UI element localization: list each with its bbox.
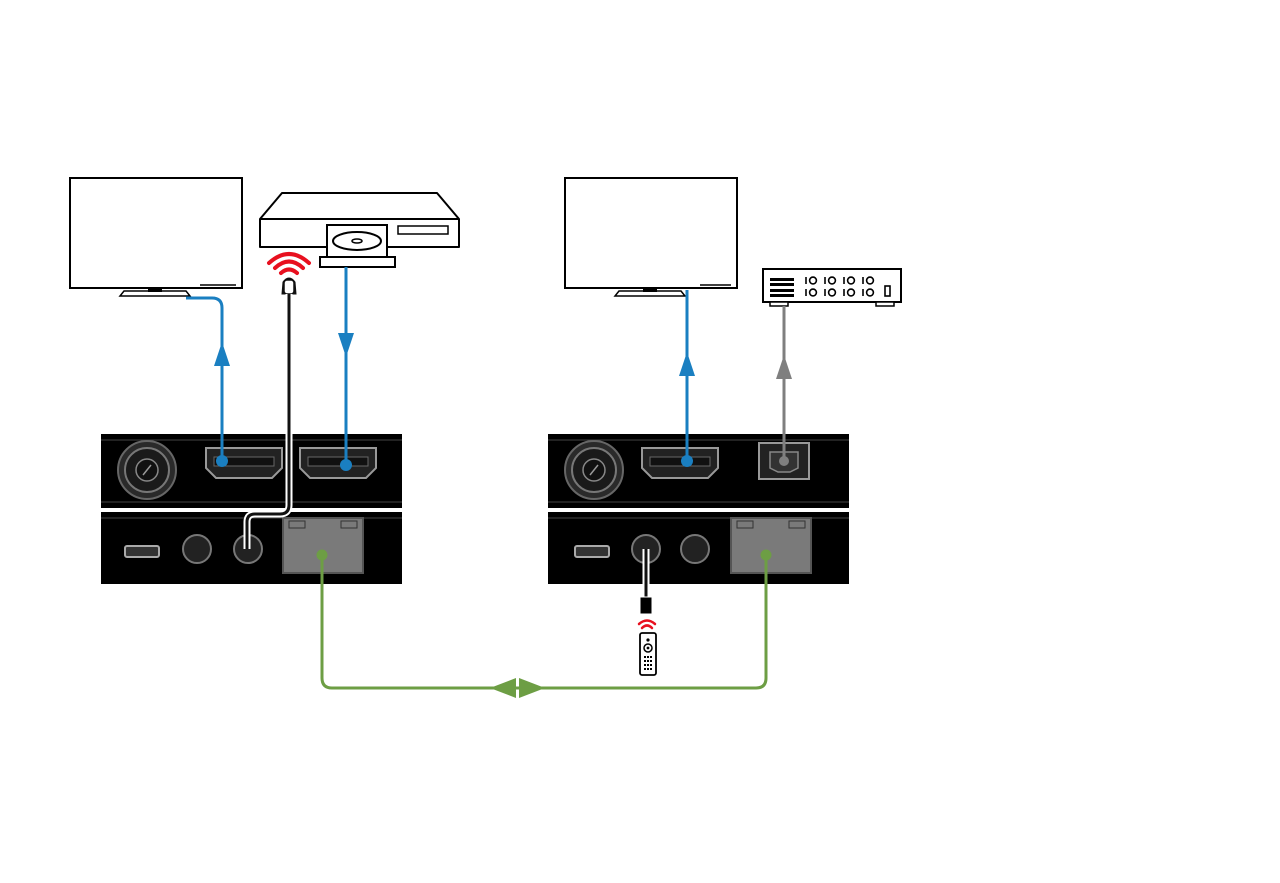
- transmitter: [101, 434, 402, 584]
- ir-emitter-left: [269, 254, 309, 294]
- micro-usb-port[interactable]: [575, 546, 609, 557]
- ir-signal-icon: [639, 621, 655, 629]
- tv-icon: [70, 178, 242, 296]
- tv-left: [70, 178, 242, 296]
- rj45-port[interactable]: [731, 518, 811, 573]
- receiver-rear-panel: [548, 512, 849, 584]
- transmitter-rear-panel: [101, 512, 402, 584]
- receiver-front-panel: [548, 434, 849, 508]
- arrow-up-icon: [679, 352, 695, 376]
- arrow-up-icon: [776, 355, 792, 379]
- arrow-up-icon: [214, 342, 230, 366]
- transmitter-front-panel: [101, 434, 402, 508]
- hdmi-out-port[interactable]: [642, 448, 718, 478]
- remote-control: [639, 621, 656, 676]
- audio-receiver-icon: [763, 269, 901, 306]
- remote-control-icon: [640, 633, 656, 675]
- ir-emitter-cable: [247, 294, 289, 549]
- ir-tx-jack[interactable]: [681, 535, 709, 563]
- tv-right: [565, 178, 737, 296]
- power-connector: [565, 441, 623, 499]
- ir-signal-icon: [269, 254, 309, 273]
- tv-icon: [565, 178, 737, 296]
- micro-usb-port[interactable]: [125, 546, 159, 557]
- hdmi-in-port[interactable]: [300, 448, 376, 478]
- arrow-down-icon: [338, 333, 354, 357]
- power-connector: [118, 441, 176, 499]
- receiver: [548, 434, 849, 584]
- ir-rx-jack[interactable]: [183, 535, 211, 563]
- audio-receiver: [763, 269, 901, 306]
